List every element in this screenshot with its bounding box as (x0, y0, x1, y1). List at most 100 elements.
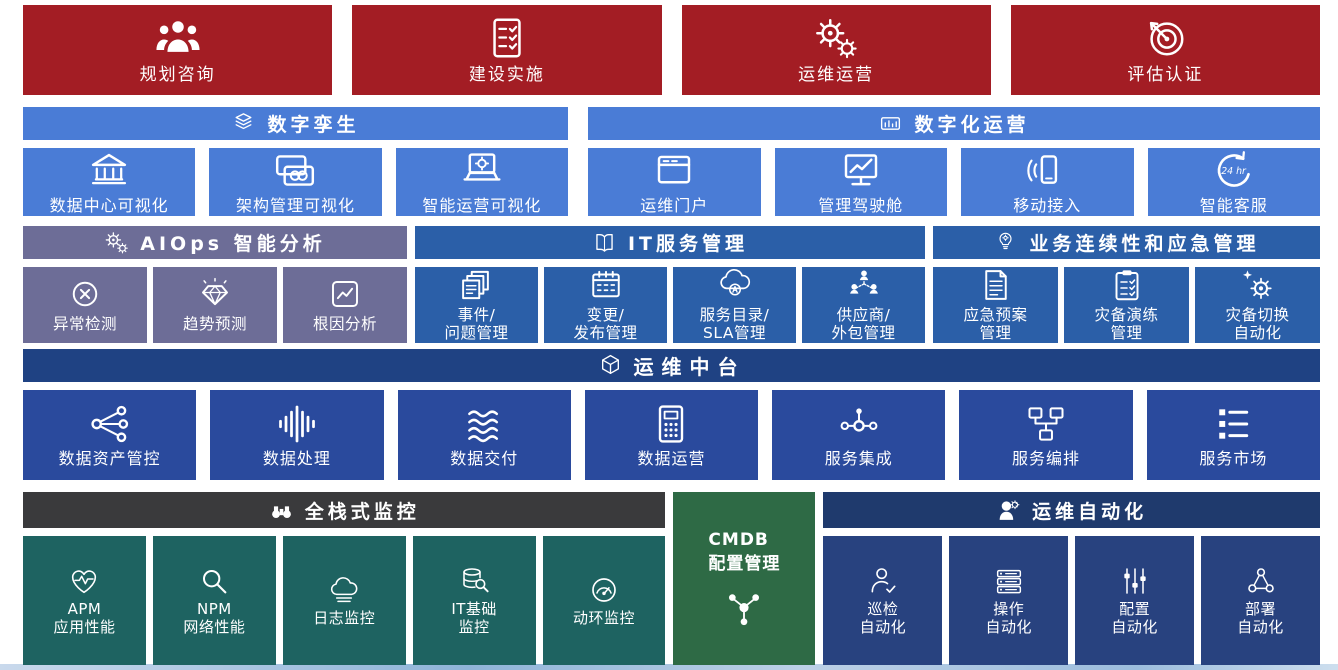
label-line: 服务市场 (1199, 449, 1268, 469)
block-config-automation: 配置自动化 (1075, 536, 1195, 665)
svg-text:24 hr: 24 hr (1221, 166, 1247, 177)
flow-boxes-icon (1023, 402, 1069, 446)
group-itsm: IT服务管理事件/问题管理 变更/发布管理 服务目录/SLA管理 供应商/外包管理 (415, 225, 925, 344)
heart-pulse-icon (67, 565, 101, 597)
server-rows-icon (992, 565, 1026, 597)
magnifier-icon (197, 565, 231, 597)
cloud-a-icon (716, 267, 754, 303)
label-line: 运维运营 (798, 64, 875, 85)
label-line: 服务编排 (1012, 449, 1081, 469)
label-line: 数据资产管控 (58, 449, 161, 469)
block-construction-implementation: 建设实施 (352, 5, 662, 95)
management-section: AIOps 智能分析异常检测趋势预测根因分析 IT服务管理事件/问题管理 变更/发布… (23, 225, 1320, 344)
block-data-operations: 数据运营 (584, 390, 759, 481)
label-line: 供应商/ (836, 305, 891, 324)
label-line: NPM (196, 599, 232, 618)
header-label: 业务连续性和应急管理 (1029, 232, 1260, 255)
block-architecture-visualization: 架构管理可视化 (209, 148, 382, 216)
block-label: 服务目录/SLA管理 (700, 306, 770, 344)
label-line: 智能运营可视化 (422, 196, 542, 215)
block-label: 评估认证 (1127, 65, 1203, 86)
block-label: IT基础监控 (451, 600, 497, 637)
label-line: 变更/ (586, 305, 625, 324)
label-line: 自动化 (1237, 618, 1284, 637)
label-line: 服务目录/ (699, 305, 770, 324)
block-label: 数据运营 (637, 449, 705, 469)
block-deployment-automation: 部署自动化 (1201, 536, 1320, 665)
block-incident-problem: 事件/问题管理 (415, 266, 538, 344)
label-line: 问题管理 (444, 324, 509, 343)
block-label: 供应商/外包管理 (831, 306, 895, 344)
block-dr-switch: 灾备切换自动化 (1195, 266, 1320, 344)
block-catalog-sla: 服务目录/SLA管理 (673, 266, 796, 344)
book-icon (592, 230, 617, 255)
group-digital-twin: 数字孪生数据中心可视化架构管理可视化智能运营可视化 (23, 107, 568, 216)
label-line: 配置管理 (708, 553, 781, 574)
laptop-gear-icon (458, 148, 506, 193)
block-label: 事件/问题管理 (444, 306, 508, 344)
label-line: 建设实施 (468, 64, 545, 85)
stacked-cards-icon (271, 148, 319, 193)
blocks-digital-twin: 数据中心可视化架构管理可视化智能运营可视化 (23, 148, 568, 216)
checklist-icon (478, 15, 536, 61)
monitor-chart-icon (837, 148, 885, 193)
header-label: 运维中台 (633, 355, 746, 380)
block-label: 服务编排 (1012, 449, 1080, 469)
block-trend-prediction: 趋势预测 (153, 266, 277, 344)
block-label: 运维运营 (798, 65, 874, 86)
block-label: 部署自动化 (1237, 600, 1284, 637)
block-label: 趋势预测 (183, 315, 247, 334)
header-label: IT服务管理 (627, 232, 749, 255)
block-label: 运维门户 (640, 196, 708, 216)
label-line: 数据交付 (450, 449, 519, 469)
waves-icon (461, 402, 507, 446)
block-it-infra-monitoring: IT基础监控 (412, 536, 536, 665)
label-line: 应急预案 (963, 305, 1028, 324)
block-vendor-outsourcing: 供应商/外包管理 (802, 266, 925, 344)
ops-middle-platform-section: 运维中台数据资产管控数据处理数据交付数据运营服务集成服务编排服务市场 (23, 349, 1320, 481)
header-aiops: AIOps 智能分析 (23, 225, 407, 259)
blocks-automation: 巡检自动化操作自动化配置自动化部署自动化 (823, 536, 1320, 665)
block-service-integration: 服务集成 (772, 390, 946, 481)
header-label: 数字孪生 (267, 114, 360, 136)
label-line: 发布管理 (573, 324, 638, 343)
label-line: 自动化 (1111, 618, 1158, 637)
block-label: 移动接入 (1013, 196, 1081, 216)
group-aiops: AIOps 智能分析异常检测趋势预测根因分析 (23, 225, 407, 344)
person-check-icon (866, 565, 900, 597)
doc-lines-icon (977, 267, 1015, 303)
blocks-middle-platform: 数据资产管控数据处理数据交付数据运营服务集成服务编排服务市场 (23, 390, 1320, 481)
block-data-delivery: 数据交付 (397, 390, 571, 481)
block-planning-consulting: 规划咨询 (23, 5, 333, 95)
blocks-business-continuity: 应急预案管理灾备演练管理灾备切换自动化 (933, 266, 1320, 344)
label-line: 数据运营 (637, 449, 706, 469)
clipboard-check-icon (1108, 267, 1146, 303)
label-line: 管理驾驶舱 (818, 196, 904, 215)
group-business-continuity: 业务连续性和应急管理应急预案管理灾备演练管理灾备切换自动化 (933, 225, 1320, 344)
group-ops-automation: 运维自动化巡检自动化操作自动化配置自动化部署自动化 (823, 492, 1320, 665)
block-label: 建设实施 (469, 65, 545, 86)
block-log-monitoring: 日志监控 (282, 536, 406, 665)
block-label: 配置自动化 (1111, 600, 1158, 637)
chart-box-icon (326, 276, 364, 312)
block-service-orchestration: 服务编排 (959, 390, 1133, 481)
label-line: 配置 (1119, 599, 1151, 618)
block-label: 操作自动化 (985, 600, 1032, 637)
header-ops-middle-platform: 运维中台 (23, 349, 1320, 383)
block-service-marketplace: 服务市场 (1146, 390, 1320, 481)
block-label: 规划咨询 (140, 65, 216, 86)
calendar-icon (587, 267, 625, 303)
block-label: 数据资产管控 (59, 449, 161, 469)
block-label: 变更/发布管理 (573, 306, 637, 344)
background-photo-edge (0, 664, 1338, 670)
label-line: 规划咨询 (139, 64, 216, 85)
block-label: 管理驾驶舱 (818, 196, 903, 216)
waveform-icon (274, 402, 320, 446)
block-label: 应急预案管理 (963, 306, 1027, 344)
